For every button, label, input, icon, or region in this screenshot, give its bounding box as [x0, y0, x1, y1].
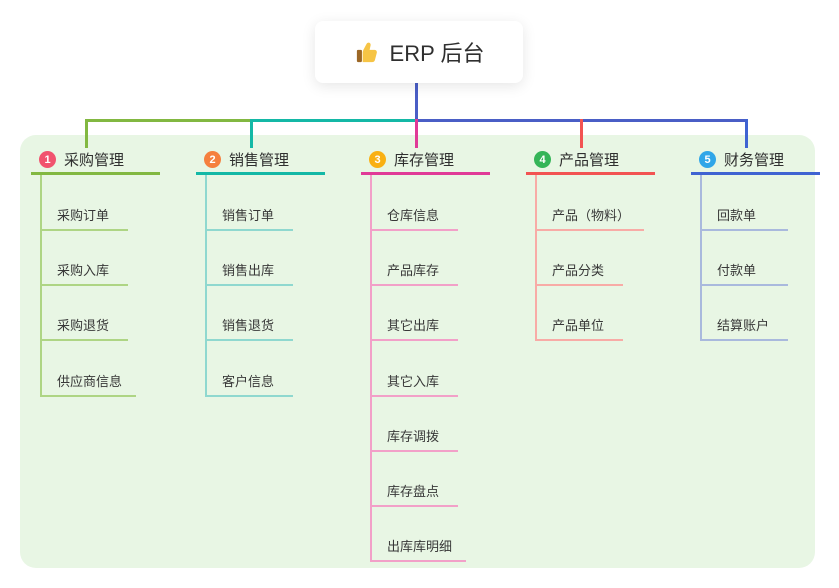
branch-drop-line	[415, 119, 418, 148]
branch-number-badge: 3	[369, 151, 386, 168]
child-node[interactable]: 客户信息	[205, 369, 293, 397]
branch-node-3[interactable]: 3 库存管理	[361, 147, 490, 175]
child-node[interactable]: 其它出库	[370, 313, 458, 341]
branch-number-badge: 1	[39, 151, 56, 168]
child-node[interactable]: 产品（物料）	[535, 203, 645, 231]
child-node[interactable]: 供应商信息	[40, 369, 137, 397]
root-title: ERP 后台	[389, 41, 485, 66]
branch-drop-line	[85, 119, 88, 148]
branch-node-4[interactable]: 4 产品管理	[526, 147, 655, 175]
branch-drop-line	[250, 119, 253, 148]
root-stem-line	[415, 83, 418, 120]
child-node[interactable]: 销售出库	[205, 258, 293, 286]
thumbs-up-icon	[354, 39, 380, 65]
branch-node-2[interactable]: 2 销售管理	[196, 147, 325, 175]
child-node[interactable]: 库存调拨	[370, 424, 458, 452]
child-node[interactable]: 采购退货	[40, 313, 128, 341]
child-connector-line	[370, 175, 372, 562]
branch-title: 库存管理	[394, 152, 455, 169]
child-node[interactable]: 产品库存	[370, 258, 458, 286]
root-node[interactable]: ERP 后台	[315, 21, 523, 83]
branch-title: 销售管理	[229, 152, 290, 169]
child-node[interactable]: 付款单	[700, 258, 788, 286]
branch-number-badge: 4	[534, 151, 551, 168]
child-connector-line	[205, 175, 207, 397]
child-node[interactable]: 产品分类	[535, 258, 623, 286]
child-connector-line	[700, 175, 702, 341]
branch-node-1[interactable]: 1 采购管理	[31, 147, 160, 175]
child-node[interactable]: 采购订单	[40, 203, 128, 231]
branch-drop-line	[745, 119, 748, 148]
branches-background-panel	[20, 135, 815, 568]
child-node[interactable]: 仓库信息	[370, 203, 458, 231]
child-node[interactable]: 销售退货	[205, 313, 293, 341]
trunk-segment-teal	[250, 119, 418, 122]
branch-title: 产品管理	[559, 152, 620, 169]
child-connector-line	[535, 175, 537, 341]
branch-title: 财务管理	[724, 152, 785, 169]
branch-number-badge: 5	[699, 151, 716, 168]
child-node[interactable]: 出库库明细	[370, 534, 467, 562]
child-node[interactable]: 库存盘点	[370, 479, 458, 507]
child-node[interactable]: 产品单位	[535, 313, 623, 341]
branch-title: 采购管理	[64, 152, 125, 169]
child-node[interactable]: 采购入库	[40, 258, 128, 286]
branch-number-badge: 2	[204, 151, 221, 168]
child-node[interactable]: 回款单	[700, 203, 788, 231]
child-connector-line	[40, 175, 42, 397]
child-node[interactable]: 销售订单	[205, 203, 293, 231]
branch-node-5[interactable]: 5 财务管理	[691, 147, 820, 175]
branch-drop-line	[580, 119, 583, 148]
trunk-segment-green	[85, 119, 253, 122]
child-node[interactable]: 其它入库	[370, 369, 458, 397]
child-node[interactable]: 结算账户	[700, 313, 788, 341]
